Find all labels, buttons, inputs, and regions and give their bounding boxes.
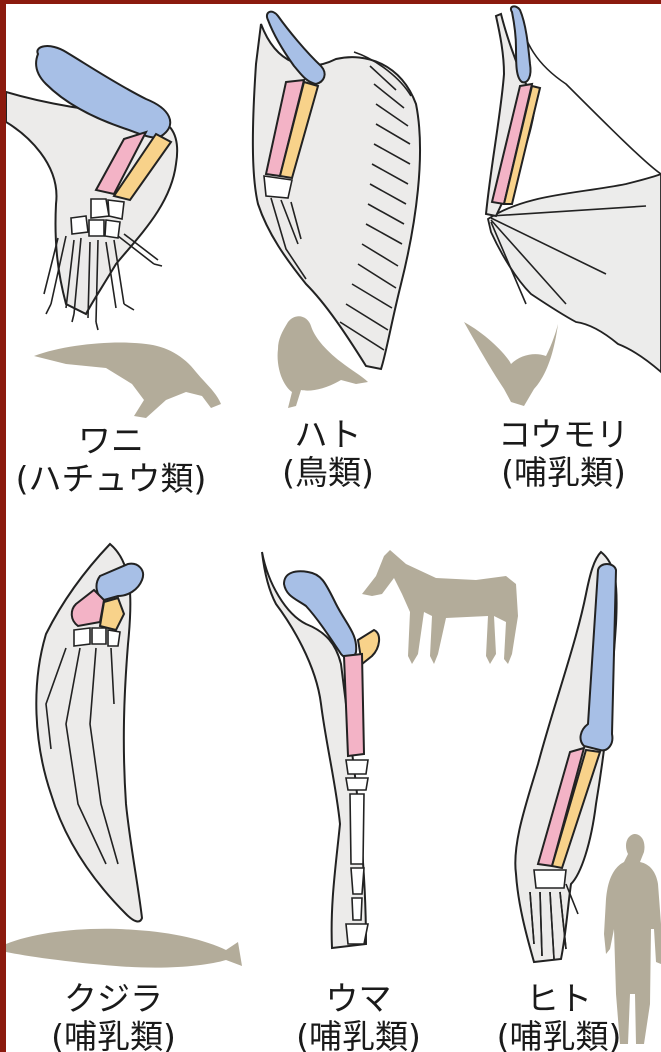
crocodile-name: ワニ bbox=[6, 422, 216, 460]
pigeon-name: ハト bbox=[258, 416, 398, 454]
homologous-limbs-diagram: .skin { fill:#ecebea; stroke:#222; strok… bbox=[6, 4, 661, 1052]
human-name: ヒト bbox=[484, 980, 634, 1018]
whale-silhouette bbox=[6, 929, 242, 968]
bat-wing bbox=[464, 6, 661, 406]
crocodile-forelimb bbox=[6, 46, 221, 418]
bat-class: (哺乳類) bbox=[476, 454, 651, 492]
crocodile-class: (ハチュウ類) bbox=[6, 460, 216, 498]
whale-class: (哺乳類) bbox=[26, 1018, 201, 1052]
label-human: ヒト (哺乳類) bbox=[484, 980, 634, 1052]
horse-silhouette bbox=[362, 550, 518, 664]
whale-name: クジラ bbox=[26, 980, 201, 1018]
bat-name: コウモリ bbox=[476, 416, 651, 454]
crocodile-silhouette bbox=[34, 343, 221, 419]
label-crocodile: ワニ (ハチュウ類) bbox=[6, 422, 216, 498]
label-pigeon: ハト (鳥類) bbox=[258, 416, 398, 492]
human-arm bbox=[515, 552, 661, 1044]
label-bat: コウモリ (哺乳類) bbox=[476, 416, 651, 492]
label-horse: ウマ (哺乳類) bbox=[271, 980, 446, 1052]
horse-class: (哺乳類) bbox=[271, 1018, 446, 1052]
label-whale: クジラ (哺乳類) bbox=[26, 980, 201, 1052]
whale-flipper bbox=[6, 544, 242, 968]
pigeon-class: (鳥類) bbox=[258, 454, 398, 492]
human-class: (哺乳類) bbox=[484, 1018, 634, 1052]
pigeon-wing bbox=[253, 12, 420, 408]
horse-name: ウマ bbox=[271, 980, 446, 1018]
horse-leg bbox=[262, 550, 518, 948]
bat-silhouette bbox=[464, 322, 558, 406]
diagram-artwork: .skin { fill:#ecebea; stroke:#222; strok… bbox=[6, 4, 661, 1052]
